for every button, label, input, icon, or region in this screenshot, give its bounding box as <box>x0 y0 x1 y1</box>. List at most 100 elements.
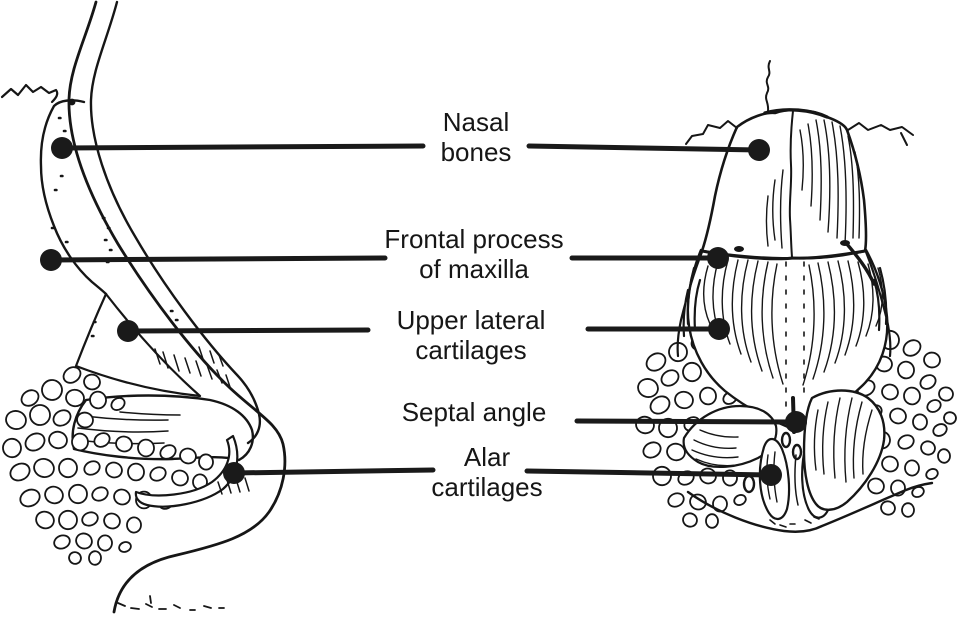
pebble <box>88 550 102 566</box>
pebble <box>35 510 55 530</box>
pebble <box>645 352 667 372</box>
leader-alar-right <box>524 468 774 478</box>
pebble <box>58 509 78 531</box>
pebble <box>943 411 957 425</box>
pebble <box>689 493 707 511</box>
label-alar-cartilages: Alar cartilages <box>431 442 542 502</box>
pebble <box>33 457 55 479</box>
leader-alar-left <box>231 467 436 476</box>
dot-alar-frontal <box>760 464 782 486</box>
pebble <box>115 435 133 453</box>
leader-septal-angle-right <box>574 418 799 425</box>
pebble <box>71 432 89 452</box>
label-nasal-bones-line1: Nasal <box>442 107 510 137</box>
pebble <box>649 395 671 415</box>
pebble <box>926 399 942 413</box>
pebble <box>89 390 107 410</box>
pebble <box>897 434 915 450</box>
frontal-maxilla-edge-right <box>864 250 892 358</box>
pebble <box>75 532 93 550</box>
frontal-maxilla-edge-left <box>676 250 704 358</box>
leader-frontal-process-left <box>48 255 388 263</box>
pebble <box>171 469 189 487</box>
lateral-dorsum-inner-line <box>89 0 262 445</box>
pebble <box>652 465 672 487</box>
leader-upper-lateral-left <box>125 327 371 334</box>
pebble <box>113 488 131 506</box>
pebble <box>904 459 920 477</box>
pebble <box>660 369 680 387</box>
pebble <box>642 441 662 459</box>
pebble <box>41 379 63 401</box>
pebble <box>53 534 71 550</box>
frontal-alar-left-hatching <box>691 429 739 467</box>
dot-frontal-process-lateral <box>40 249 62 271</box>
frontal-alar-right-hatching <box>813 397 873 483</box>
pebble <box>179 447 197 465</box>
dot-upper-lateral-frontal <box>708 318 730 340</box>
frontal-septal-oval-a <box>780 431 792 449</box>
pebble <box>901 502 915 518</box>
pebble <box>68 483 88 505</box>
pebble <box>912 413 928 431</box>
frontal-top-squiggle-crack <box>765 60 771 112</box>
pebble <box>5 410 27 430</box>
pebble <box>48 430 68 450</box>
pebble <box>149 466 167 482</box>
frontal-view-illustration <box>635 60 957 533</box>
label-upper-lateral-line1: Upper lateral <box>396 305 546 335</box>
label-nasal-bones: Nasal bones <box>441 107 512 167</box>
pebble <box>68 551 82 565</box>
frontal-septum-dotted-lines <box>785 261 805 407</box>
label-frontal-process-line1: Frontal process <box>384 224 564 254</box>
lateral-dorsum-outer-line <box>67 0 287 614</box>
lateral-upper-lateral-cartilage <box>74 292 202 398</box>
pebble <box>919 374 937 390</box>
pebble <box>2 437 22 459</box>
pebble <box>65 388 85 408</box>
pebble <box>682 361 702 383</box>
pebble <box>902 339 922 357</box>
frontal-right-crack <box>847 122 914 146</box>
pebble <box>91 486 109 502</box>
lateral-tip-hatching <box>217 477 250 495</box>
pebble <box>93 432 111 448</box>
pebble <box>118 541 132 553</box>
pebble <box>19 488 41 508</box>
pebble <box>126 516 142 534</box>
pebble <box>699 386 717 406</box>
pebble <box>938 386 954 402</box>
leader-nasal-bones-right <box>526 143 762 153</box>
pebble <box>105 461 123 479</box>
pebble <box>20 389 40 407</box>
frontal-left-crack <box>685 120 738 145</box>
lateral-nostril-curl <box>134 434 239 508</box>
lateral-view-illustration <box>0 0 287 614</box>
label-septal-angle: Septal angle <box>402 397 547 427</box>
pebble <box>920 440 936 456</box>
dot-upper-lateral-lateral <box>117 320 139 342</box>
pebble <box>81 511 99 527</box>
pebble <box>937 448 951 464</box>
frontal-nasal-bone-hatching <box>765 119 861 249</box>
pebble <box>24 432 46 452</box>
dot-septal-angle-frontal <box>785 411 807 433</box>
frontal-bone-top-edge <box>763 108 829 119</box>
dot-alar-lateral <box>223 462 245 484</box>
dot-nasal-bones-lateral <box>51 137 73 159</box>
pebble <box>52 409 72 427</box>
pebble <box>635 415 655 435</box>
frontal-columella-line <box>794 454 799 506</box>
pebble <box>110 397 126 411</box>
pebble <box>127 462 145 482</box>
dot-nasal-bones-frontal <box>748 139 770 161</box>
frontal-beard-dashes <box>769 516 820 528</box>
pebble <box>705 513 719 529</box>
frontal-base-rim <box>686 481 934 533</box>
frontal-boundary-blob-left <box>734 246 744 252</box>
pebble <box>733 494 747 506</box>
pebble <box>925 468 939 480</box>
pebble <box>880 500 896 516</box>
leader-nasal-bones-left <box>59 143 426 151</box>
